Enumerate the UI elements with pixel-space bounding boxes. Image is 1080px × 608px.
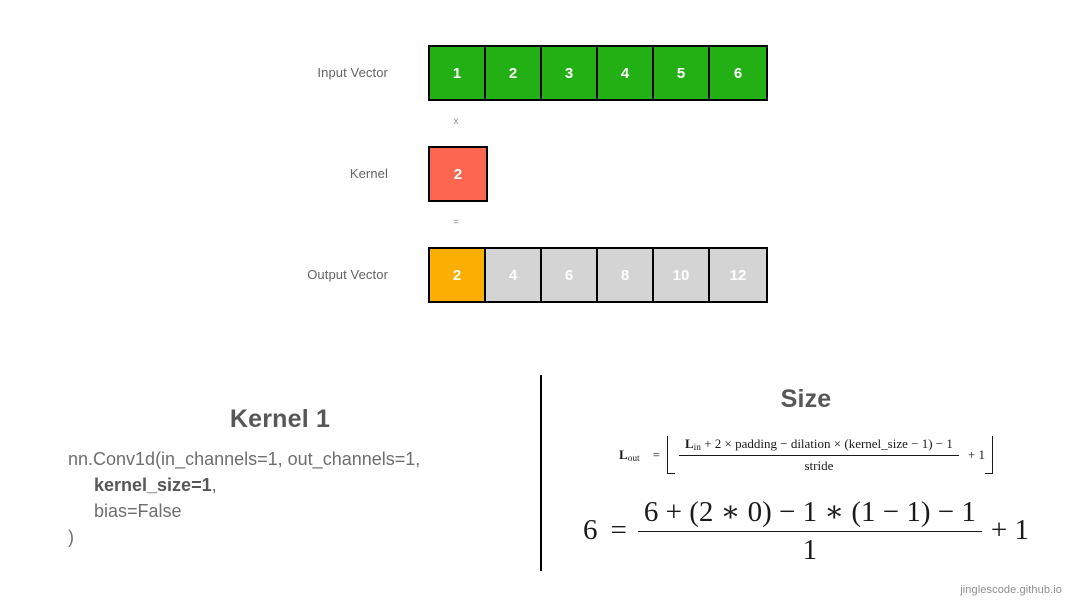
output-cell: 10 <box>654 249 710 301</box>
formula-equals: = <box>652 447 660 463</box>
numeric-equals: = <box>610 514 627 547</box>
size-formula-numeric: 6 = 6 + (2 ∗ 0) − 1 ∗ (1 − 1) − 1 1 + 1 <box>552 494 1060 567</box>
code-line-3: bias=False <box>68 498 520 524</box>
output-cell: 6 <box>542 249 598 301</box>
equals-operator: = <box>453 217 459 228</box>
code-line-2: kernel_size=1, <box>68 472 520 498</box>
formula-lhs-subscript: out <box>627 453 640 464</box>
kernel-size-arg: kernel_size=1 <box>94 475 212 495</box>
output-cell: 12 <box>710 249 766 301</box>
formula-numerator: Lin + 2 × padding − dilation × (kernel_s… <box>679 436 959 455</box>
input-cell: 2 <box>486 47 542 99</box>
output-cell: 4 <box>486 249 542 301</box>
kernel-label: Kernel <box>349 166 388 181</box>
kernel-code-panel: Kernel 1 nn.Conv1d(in_channels=1, out_ch… <box>40 405 520 550</box>
conv1d-diagram: Input Vector 1 2 3 4 5 6 x Kernel 2 = Ou… <box>0 45 1080 303</box>
formula-fraction: Lin + 2 × padding − dilation × (kernel_s… <box>678 436 959 474</box>
numeric-tail: + 1 <box>990 514 1029 547</box>
formula-lhs: Lout <box>619 447 640 464</box>
numerator-lin-symbol: L <box>684 436 694 451</box>
numerator-lin-subscript: in <box>693 443 701 454</box>
multiply-operator: x <box>453 116 459 127</box>
kernel-cells: 2 <box>428 146 488 202</box>
numeric-denominator: 1 <box>637 531 982 567</box>
conv1d-code-block: nn.Conv1d(in_channels=1, out_channels=1,… <box>40 446 520 550</box>
output-vector-label: Output Vector <box>307 267 388 282</box>
input-cell: 6 <box>710 47 766 99</box>
input-cell: 3 <box>542 47 598 99</box>
panel-divider <box>540 375 542 571</box>
numeric-lhs: 6 <box>583 514 598 547</box>
formula-denominator: stride <box>678 455 959 474</box>
bias-arg: bias=False <box>94 501 182 521</box>
output-cell: 8 <box>598 249 654 301</box>
formula-lhs-symbol: L <box>619 446 628 462</box>
floor-bracket-left-icon <box>666 436 675 475</box>
input-vector-label: Input Vector <box>317 65 388 80</box>
input-vector-cells: 1 2 3 4 5 6 <box>428 45 768 101</box>
input-vector-row: Input Vector 1 2 3 4 5 6 <box>0 45 1080 101</box>
output-cell-active: 2 <box>430 249 486 301</box>
input-cell: 4 <box>598 47 654 99</box>
size-panel-title: Size <box>780 385 832 413</box>
code-line-2-tail: , <box>211 475 217 495</box>
output-vector-row: Output Vector 2 4 6 8 10 12 <box>0 247 1080 303</box>
size-formula-general: Lout = Lin + 2 × padding − dilation × (k… <box>552 436 1060 475</box>
code-line-4: ) <box>68 527 74 547</box>
output-vector-cells: 2 4 6 8 10 12 <box>428 247 768 303</box>
kernel-cell: 2 <box>430 148 486 200</box>
formula-tail: + 1 <box>967 447 985 463</box>
kernel-row: Kernel 2 <box>0 146 1080 202</box>
numeric-fraction: 6 + (2 ∗ 0) − 1 ∗ (1 − 1) − 1 1 <box>637 494 982 567</box>
code-line-1: nn.Conv1d(in_channels=1, out_channels=1, <box>68 449 421 469</box>
watermark: jinglescode.github.io <box>960 584 1062 596</box>
numeric-numerator: 6 + (2 ∗ 0) − 1 ∗ (1 − 1) − 1 <box>643 496 976 529</box>
input-cell: 1 <box>430 47 486 99</box>
kernel-panel-title: Kernel 1 <box>229 405 331 433</box>
floor-bracket-right-icon <box>984 436 993 475</box>
input-cell: 5 <box>654 47 710 99</box>
size-formula-panel: Size Lout = Lin + 2 × padding − dilation… <box>552 385 1060 567</box>
numerator-rest: + 2 × padding − dilation × (kernel_size … <box>700 436 953 451</box>
